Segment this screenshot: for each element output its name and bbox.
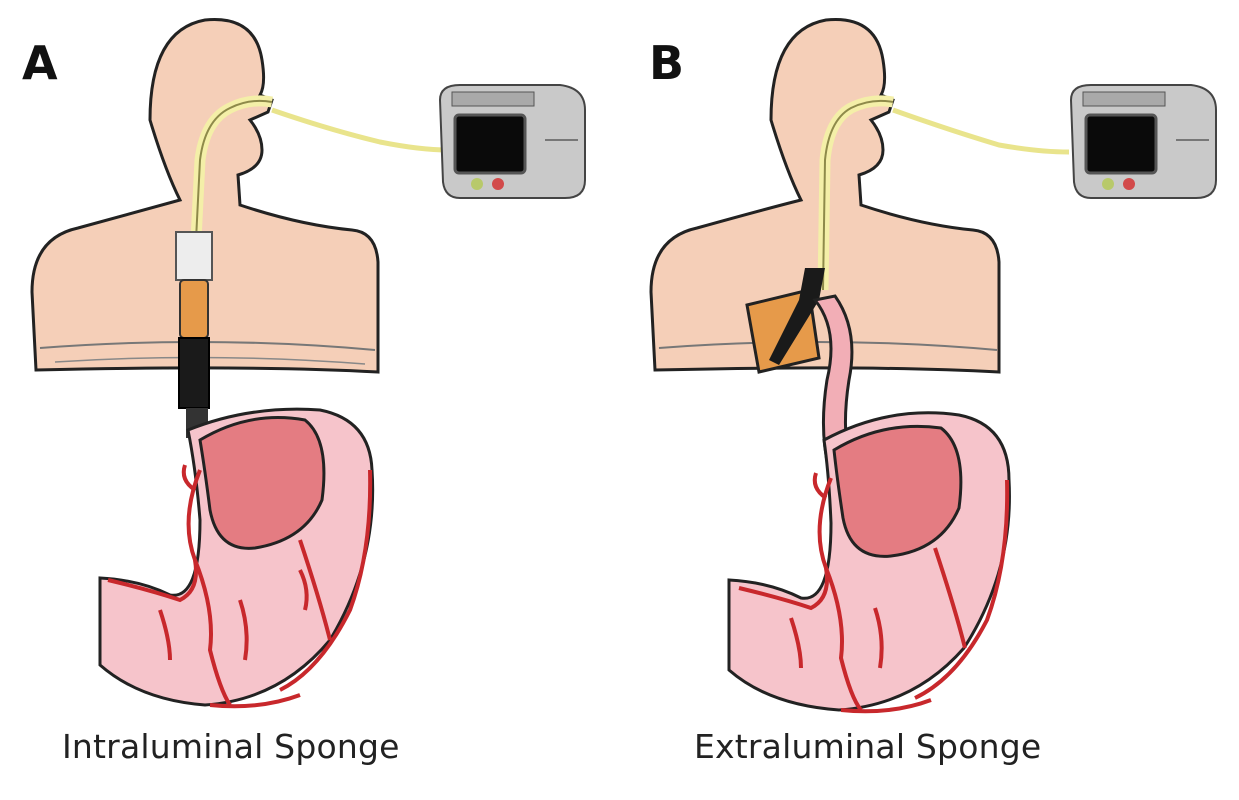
device-button-red [1123, 178, 1135, 190]
sponge [179, 279, 209, 339]
drainage-tube-outline [822, 99, 894, 291]
extraluminal-illustration [649, 18, 1217, 714]
panel-a: A Intraluminal Sponge [22, 18, 586, 766]
panel-label-a: A [22, 36, 58, 90]
caption-extraluminal: Extraluminal Sponge [694, 727, 1042, 766]
panel-label-b: B [649, 36, 685, 90]
intraluminal-illustration [30, 18, 586, 709]
diaphragm-line [658, 340, 998, 351]
esophagus-segment [178, 337, 210, 409]
blood-vessels [738, 472, 1010, 714]
device-screen [453, 113, 527, 175]
vacuum-device [1069, 84, 1217, 199]
device-screen [1084, 113, 1158, 175]
connection-tube [892, 107, 1070, 155]
torso-silhouette [30, 18, 380, 374]
stomach-inner [198, 416, 326, 550]
caption-intraluminal: Intraluminal Sponge [62, 727, 400, 766]
device-button-green [471, 178, 483, 190]
connection-tube [271, 107, 449, 153]
stomach-inner [832, 424, 963, 558]
tube-sleeve [175, 231, 213, 281]
vacuum-device [438, 84, 586, 199]
drain-segment [769, 268, 825, 365]
panel-b: B Extraluminal Sponge [619, 0, 1239, 800]
device-button-red [492, 178, 504, 190]
drainage-tube-outline [195, 99, 273, 241]
blood-vessels [107, 464, 373, 709]
device-button-green [1102, 178, 1114, 190]
